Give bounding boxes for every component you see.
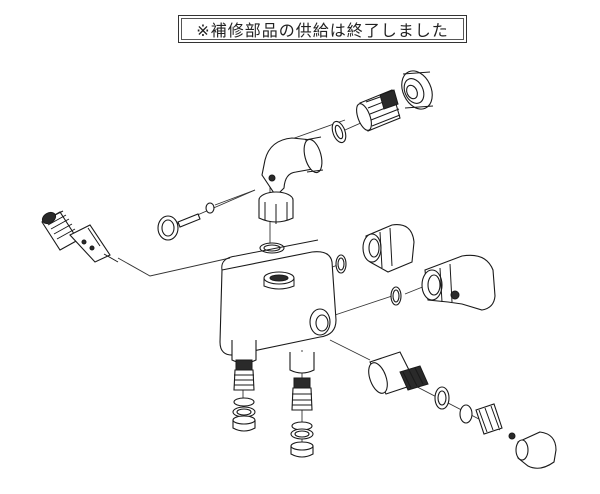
spindle-cartridge-part — [41, 210, 119, 263]
o-ring-side-upper — [335, 254, 347, 274]
thermometer-part — [157, 202, 215, 241]
elbow-union-part — [258, 136, 324, 224]
discontinued-notice: ※補修部品の供給は終了しました — [178, 15, 467, 43]
side-elbow-lower-part — [421, 254, 496, 311]
leg-union-right-part — [290, 377, 314, 458]
o-ring-side-lower — [390, 286, 402, 306]
o-ring-elbow-bottom — [259, 242, 285, 254]
valve-body-part — [219, 239, 337, 374]
strainer-nut-part — [434, 386, 516, 440]
wall-flange-part — [401, 70, 434, 110]
side-elbow-upper-part — [362, 224, 415, 273]
check-valve-part — [368, 351, 429, 395]
handle-knob-part — [515, 431, 557, 469]
o-ring-upper — [331, 120, 347, 144]
wall-connector-part — [356, 89, 401, 132]
leg-union-left-part — [232, 359, 256, 432]
